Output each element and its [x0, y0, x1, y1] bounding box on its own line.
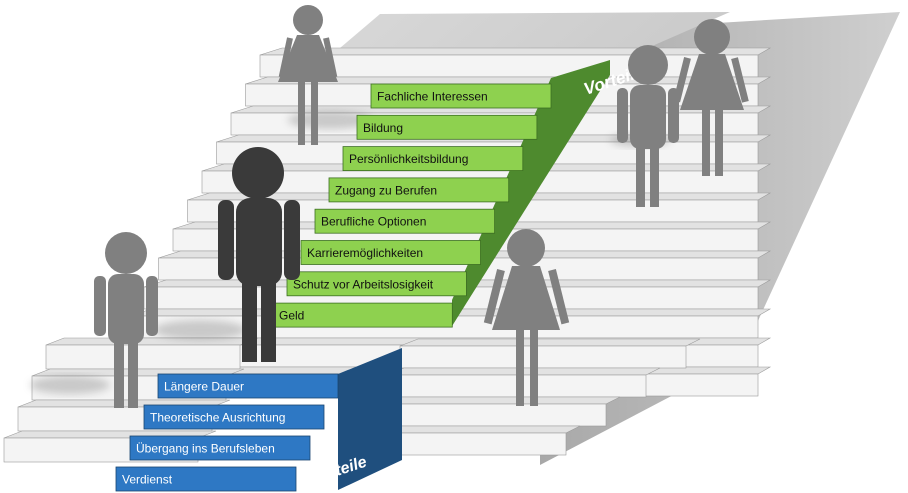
nachteile-item-label: Längere Dauer: [164, 380, 244, 394]
stair-step-top: [371, 396, 621, 405]
nachteile-step-face: [143, 404, 325, 430]
vorteile-step: Karrieremöglichkeiten: [300, 240, 481, 265]
nachteile-item-label: Verdienst: [122, 473, 173, 487]
person-icon-man-dark: [218, 147, 300, 362]
vorteile-step: Schutz vor Arbeitslosigkeit: [286, 271, 467, 297]
nachteile-step: Übergang ins Berufsleben: [129, 435, 311, 461]
vorteile-step: Geld: [272, 302, 453, 328]
nachteile-step: Längere Dauer: [157, 373, 339, 399]
nachteile-item-label: Übergang ins Berufsleben: [136, 442, 275, 456]
nachteile-step: Theoretische Ausrichtung: [143, 404, 325, 430]
vorteile-step-face: [286, 271, 467, 297]
nachteile-item-label: Theoretische Ausrichtung: [150, 411, 285, 425]
stair-step-top: [399, 338, 701, 347]
nachteile-step-face: [157, 373, 339, 399]
person-icon-man-left: [94, 232, 158, 408]
vorteile-item-label: Bildung: [363, 121, 403, 135]
vorteile-step-face: [314, 208, 496, 234]
vorteile-step-face: [300, 240, 481, 265]
stair-step-top: [259, 47, 772, 56]
vorteile-item-label: Persönlichkeitsbildung: [349, 152, 468, 166]
nachteile-side: [338, 348, 402, 490]
vorteile-step-face: [272, 302, 453, 328]
vorteile-steps: Fachliche InteressenBildungPersönlichkei…: [272, 60, 610, 328]
stair-step-top: [45, 337, 259, 346]
vorteile-step-face: [328, 177, 510, 203]
vorteile-item-label: Berufliche Optionen: [321, 215, 426, 229]
vorteile-side-shade: [452, 62, 610, 326]
stair-step-face: [399, 345, 687, 369]
person-icon-man-right: [617, 45, 679, 207]
vorteile-step: Persönlichkeitsbildung: [342, 146, 524, 172]
stair-step-face: [45, 344, 241, 370]
nachteile-step: Verdienst: [115, 466, 297, 492]
vorteile-item-label: Geld: [279, 309, 304, 323]
vorteile-step: Zugang zu Berufen: [328, 177, 510, 203]
nachteile-step-face: [129, 435, 311, 461]
vorteile-item-label: Karrieremöglichkeiten: [307, 246, 423, 260]
vorteile-item-label: Zugang zu Berufen: [335, 183, 437, 197]
stair-step-face: [371, 403, 607, 427]
vorteile-step-face: [342, 146, 524, 172]
vorteile-item-label: Schutz vor Arbeitslosigkeit: [293, 277, 434, 291]
vorteile-step: Fachliche Interessen: [370, 83, 552, 109]
person-icon-woman-top: [278, 5, 338, 145]
person-icon-woman-right: [673, 19, 749, 176]
nachteile-step-face: [115, 466, 297, 492]
vorteile-step-face: [356, 114, 538, 140]
vorteile-item-label: Fachliche Interessen: [377, 90, 488, 104]
vorteile-step: Berufliche Optionen: [314, 208, 496, 234]
person-icon-woman-center: [483, 229, 570, 406]
vorteile-step-face: [370, 83, 552, 109]
vorteile-step: Bildung: [356, 114, 538, 140]
